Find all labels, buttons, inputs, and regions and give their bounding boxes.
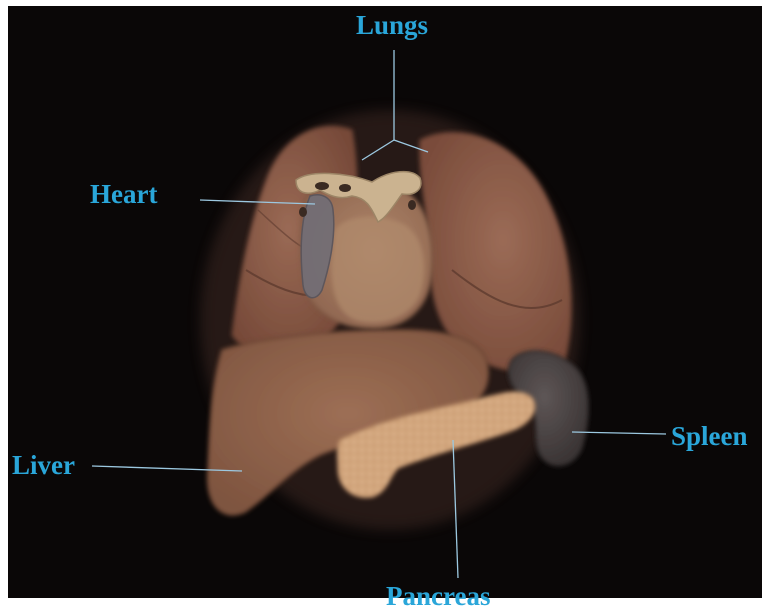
heart-label: Heart xyxy=(90,181,157,208)
liver-label: Liver xyxy=(12,452,75,479)
vessel-opening xyxy=(315,182,329,190)
heart-ventricle xyxy=(332,217,425,323)
vessel-opening xyxy=(408,200,416,210)
pancreas-label: Pancreas xyxy=(386,583,490,610)
vessel-opening xyxy=(339,184,351,192)
spleen-label: Spleen xyxy=(671,423,748,450)
vessel-opening xyxy=(299,207,307,217)
lungs-label: Lungs xyxy=(356,12,428,39)
